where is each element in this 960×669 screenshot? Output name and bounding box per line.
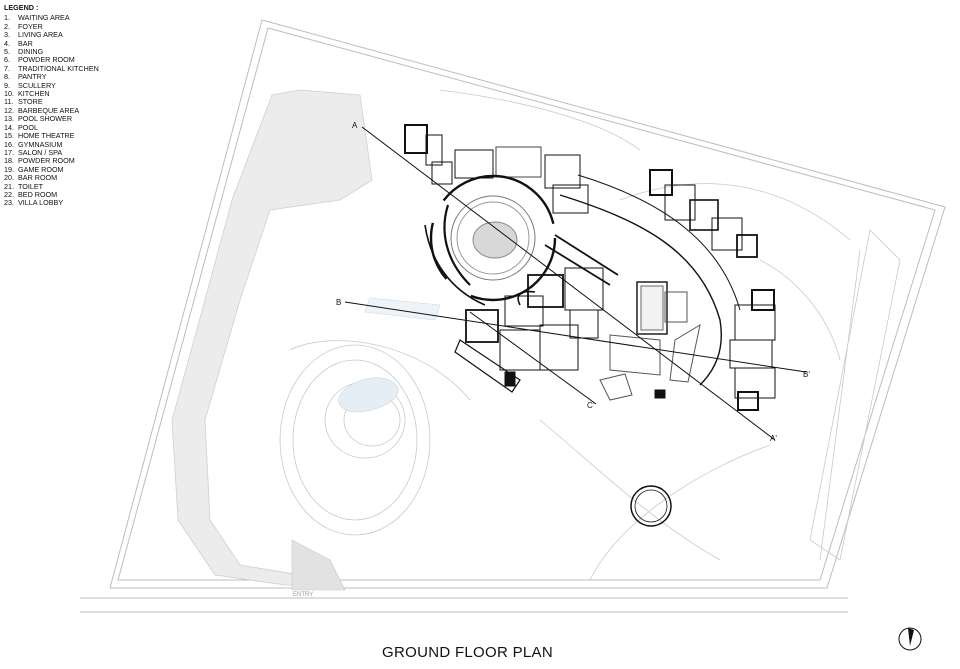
legend-item-label: VILLA LOBBY xyxy=(18,198,64,208)
legend-item: 6. POWDER ROOM xyxy=(4,55,99,65)
legend-item-number: 4. xyxy=(4,38,10,48)
main-house xyxy=(404,124,776,411)
legend-item-label: POWDER ROOM xyxy=(18,156,75,166)
legend-item-label: KITCHEN xyxy=(18,89,50,99)
legend-item-label: BARBEQUE AREA xyxy=(18,105,80,115)
legend-item: 19. GAME ROOM xyxy=(4,164,99,174)
legend-item: 11. STORE xyxy=(4,97,99,107)
legend: LEGEND : 1. WAITING AREA 2. FOYER 3. LIVING A… xyxy=(4,3,99,208)
legend-item-label: GAME ROOM xyxy=(18,164,64,174)
legend-item: 18. POWDER ROOM xyxy=(4,156,99,166)
entry-label: ENTRY xyxy=(293,592,313,598)
section-a-prime-label: A' xyxy=(770,434,777,443)
legend-item-number: 11. xyxy=(4,97,14,107)
legend-item-number: 5. xyxy=(4,47,10,57)
legend-item-label: SCULLERY xyxy=(18,80,56,90)
legend-item-label: FOYER xyxy=(18,21,43,31)
driveway xyxy=(171,89,373,591)
legend-item-number: 10. xyxy=(4,89,14,99)
legend-item-label: GYMNASIUM xyxy=(18,139,63,149)
legend-item-label: HOME THEATRE xyxy=(18,131,75,141)
legend-title: LEGEND : xyxy=(4,3,39,12)
legend-item-label: WAITING AREA xyxy=(18,13,70,23)
legend-item: 21. TOILET xyxy=(4,181,99,191)
legend-item-label: POWDER ROOM xyxy=(18,55,75,65)
legend-item-label: TOILET xyxy=(18,181,44,191)
legend-item-label: LIVING AREA xyxy=(18,30,63,40)
legend-item-number: 14. xyxy=(4,122,14,132)
approach-water xyxy=(364,297,441,321)
legend-item-label: BED ROOM xyxy=(18,189,58,199)
legend-item: 17. SALON / SPA xyxy=(4,147,99,157)
legend-item-number: 22. xyxy=(4,189,14,199)
legend-item-number: 13. xyxy=(4,114,14,124)
legend-item: 7. TRADITIONAL KITCHEN xyxy=(4,63,99,73)
legend-item: 5. DINING xyxy=(4,47,99,57)
legend-item-number: 12. xyxy=(4,105,14,115)
legend-item-number: 8. xyxy=(4,72,10,82)
section-lines xyxy=(344,126,807,441)
north-arrow-icon xyxy=(898,627,922,651)
section-b-label: B xyxy=(336,298,341,307)
legend-item: 22. BED ROOM xyxy=(4,189,99,199)
legend-item-number: 3. xyxy=(4,30,10,40)
legend-item: 8. PANTRY xyxy=(4,72,99,82)
legend-item-number: 7. xyxy=(4,63,10,73)
legend-item: 15. HOME THEATRE xyxy=(4,131,99,141)
section-markers: A A' B B' C' ENTRY xyxy=(293,121,810,598)
legend-item-number: 1. xyxy=(4,13,10,23)
legend-item-number: 23. xyxy=(4,198,14,208)
section-a-label: A xyxy=(352,121,358,130)
legend-item: 9. SCULLERY xyxy=(4,80,99,90)
legend-item: 13. POOL SHOWER xyxy=(4,114,99,124)
section-b-prime-label: B' xyxy=(803,370,810,379)
legend-item: 3. LIVING AREA xyxy=(4,30,99,40)
legend-item: 10. KITCHEN xyxy=(4,89,99,99)
legend-item-number: 2. xyxy=(4,21,10,31)
legend-item-label: PANTRY xyxy=(18,72,47,82)
gazebo xyxy=(630,485,672,527)
legend-item-label: SALON / SPA xyxy=(18,147,63,157)
legend-item: 4. BAR xyxy=(4,38,99,48)
legend-item-label: DINING xyxy=(18,47,44,57)
legend-item-number: 20. xyxy=(4,173,14,183)
legend-item: 23. VILLA LOBBY xyxy=(4,198,99,208)
legend-item-number: 17. xyxy=(4,147,14,157)
section-c-prime-label: C' xyxy=(587,401,595,410)
legend-item: 1. WAITING AREA xyxy=(4,13,99,23)
legend-item-number: 19. xyxy=(4,164,14,174)
site-boundary xyxy=(80,19,946,613)
legend-item-number: 16. xyxy=(4,139,14,149)
legend-item-label: POOL SHOWER xyxy=(18,114,73,124)
legend-item: 16. GYMNASIUM xyxy=(4,139,99,149)
legend-item-label: POOL xyxy=(18,122,38,132)
legend-item-number: 15. xyxy=(4,131,14,141)
legend-item-label: STORE xyxy=(18,97,43,107)
legend-item-label: BAR ROOM xyxy=(18,173,58,183)
legend-item-number: 21. xyxy=(4,181,14,191)
drawing-title: GROUND FLOOR PLAN xyxy=(382,644,553,661)
legend-item: 12. BARBEQUE AREA xyxy=(4,105,99,115)
legend-item: 20. BAR ROOM xyxy=(4,173,99,183)
landscape-pond xyxy=(338,377,399,413)
legend-item-label: BAR xyxy=(18,38,33,48)
legend-item-label: TRADITIONAL KITCHEN xyxy=(18,63,99,73)
legend-item-number: 9. xyxy=(4,80,10,90)
legend-item-number: 6. xyxy=(4,55,10,65)
legend-item: 14. POOL xyxy=(4,122,99,132)
legend-item-number: 18. xyxy=(4,156,14,166)
legend-item: 2. FOYER xyxy=(4,21,99,31)
landscape xyxy=(279,89,901,581)
